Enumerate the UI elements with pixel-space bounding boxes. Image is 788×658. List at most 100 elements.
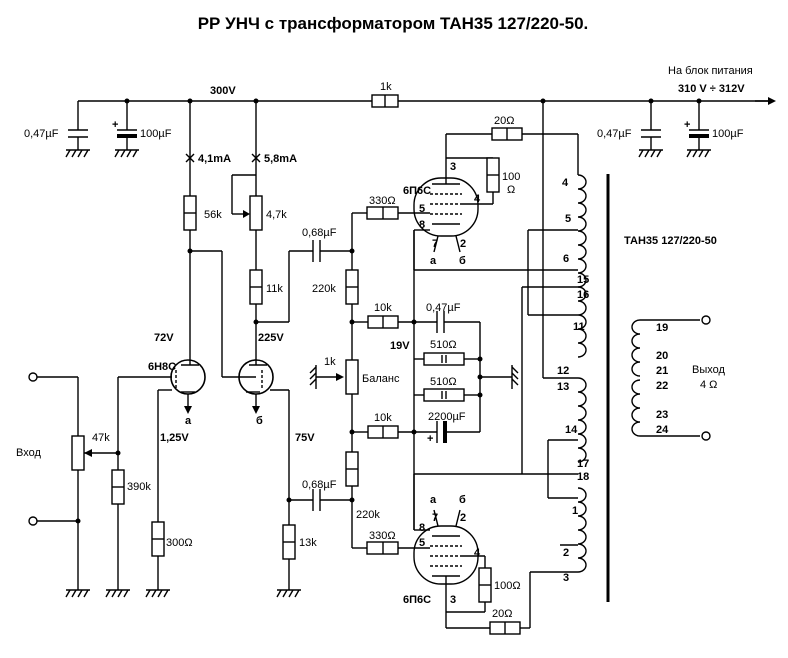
cap-100-right-label: 100µF — [712, 128, 744, 140]
transformer: ТАН35 127/220-50 Выход 4 Ω 4 5 6 1 5 16 1… — [414, 101, 725, 602]
tube-6p6s-top: 330Ω 100 Ω 20Ω 6П6С 3 5 4 8 7 2 а б — [366, 115, 579, 271]
tube-6p6s-bottom: 330Ω 100Ω 20Ω 6П6С 3 5 4 8 7 2 а б — [366, 474, 578, 635]
cap-047-bias-label: 0,47µF — [426, 302, 461, 314]
cap-100-right: + 100µF — [684, 101, 744, 158]
tube-top-pin-7: 7 — [432, 238, 438, 250]
resistor-330-top-label: 330Ω — [369, 195, 396, 207]
tube-6p6s-bottom-label: 6П6С — [403, 594, 431, 606]
supply-range-label: 310 V ÷ 312V — [678, 83, 745, 95]
tube-top-pin-3: 3 — [450, 161, 456, 173]
psu-output-arrow — [755, 97, 776, 105]
anode-resistor-56k-label: 56k — [204, 209, 222, 221]
output-impedance: 4 Ω — [700, 379, 717, 391]
tube-bottom-pin-b: б — [459, 494, 466, 506]
cap-100-left-label: 100µF — [140, 128, 172, 140]
input-label: Вход — [16, 447, 41, 459]
tx-pin-16: 16 — [577, 289, 589, 301]
resistor-510-top-label: 510Ω — [430, 339, 457, 351]
resistor-220k-bottom-label: 220k — [356, 509, 380, 521]
coupling-cap-top-label: 0,68µF — [302, 227, 337, 239]
tube-top-pin-b: б — [459, 255, 466, 267]
psu-label: На блок питания — [668, 65, 753, 77]
tx-pin-13: 13 — [557, 381, 569, 393]
balance-label: Баланс — [362, 373, 400, 385]
tube-bottom-pin-4: 4 — [474, 547, 481, 559]
resistor-20-bottom-label: 20Ω — [492, 608, 512, 620]
pot-47k-label: 47k — [92, 432, 110, 444]
schematic-title: РР УНЧ с трансформатором ТАН35 127/220-5… — [198, 14, 589, 33]
tube-top-pin-8: 8 — [419, 219, 425, 231]
tx-pin-12: 12 — [557, 365, 569, 377]
tube-top-pin-5: 5 — [419, 203, 425, 215]
resistor-220k-top-label: 220k — [312, 283, 336, 295]
tx-pin-2: 2 — [563, 547, 569, 559]
pot-4k7: 5,8mA 4,7k — [231, 101, 297, 270]
supply-rail: 300V На блок питания 310 V ÷ 312V — [78, 65, 772, 102]
tube-bottom-pin-8: 8 — [419, 522, 425, 534]
rail-voltage-label: 300V — [210, 85, 236, 97]
cap-047-left: 0,47µF — [24, 101, 90, 158]
resistor-10k-top-label: 10k — [374, 302, 392, 314]
input-section: 47k Вход 390k — [16, 372, 172, 598]
resistor-330-bottom-label: 330Ω — [369, 530, 396, 542]
tube-bottom-pin-3: 3 — [450, 594, 456, 606]
tx-pin-19: 19 — [656, 322, 668, 334]
current-label-2: 5,8mA — [264, 153, 297, 165]
cap-2200-label: 2200µF — [428, 411, 466, 423]
tx-pin-11: 11 — [573, 321, 585, 333]
tube-bottom-pin-5: 5 — [419, 537, 425, 549]
svg-text:+: + — [427, 433, 433, 445]
resistor-390k-label: 390k — [127, 481, 151, 493]
svg-text:+: + — [684, 119, 690, 131]
tx-pin-20: 20 — [656, 350, 668, 362]
tube-6n8s-label: 6Н8С — [148, 361, 176, 373]
tube-6p6s-top-label: 6П6С — [403, 185, 431, 197]
cap-047-right-label: 0,47µF — [597, 128, 632, 140]
grid-network: 220k 1k Баланс 220k 10k 10k 0,4 — [309, 212, 519, 549]
cap-047-right: 0,47µF — [597, 101, 663, 158]
pot-4k7-label: 4,7k — [266, 209, 287, 221]
tx-pin-4: 4 — [562, 177, 569, 189]
balance-pot-label: 1k — [324, 356, 336, 368]
rail-resistor-label: 1k — [380, 81, 392, 93]
resistor-510-bottom-label: 510Ω — [430, 376, 457, 388]
voltage-125-label: 1,25V — [160, 432, 189, 444]
resistor-11k: 11k 225V — [249, 269, 284, 360]
tube-bottom-pin-a: а — [430, 494, 437, 506]
tx-pin-1: 1 — [572, 505, 578, 517]
driver-pin-a: а — [185, 415, 192, 427]
resistor-13k-label: 13k — [299, 537, 317, 549]
voltage-225-label: 225V — [258, 332, 284, 344]
resistor-100b-label: 100Ω — [494, 580, 521, 592]
voltage-75-label: 75V — [295, 432, 315, 444]
resistor-10k-bottom-label: 10k — [374, 412, 392, 424]
tube-bottom-pin-7: 7 — [432, 512, 438, 524]
tx-pin-17: 17 — [577, 458, 589, 470]
resistor-100-unit: Ω — [507, 184, 515, 196]
tx-pin-6: 6 — [563, 253, 569, 265]
output-label: Выход — [692, 364, 725, 376]
coupling-cap-bottom: 0,68µF — [289, 479, 352, 511]
tube-top-pin-a: а — [430, 255, 437, 267]
tube-bottom-pin-2: 2 — [460, 512, 466, 524]
current-label-1: 4,1mA — [198, 153, 231, 165]
tx-pin-18: 18 — [577, 471, 589, 483]
tx-pin-23: 23 — [656, 409, 668, 421]
resistor-100-label: 100 — [502, 171, 520, 183]
rail-resistor-1k: 1k — [371, 81, 399, 108]
anode-resistor-56k: 4,1mA 56k — [183, 101, 231, 360]
tx-pin-14: 14 — [565, 424, 578, 436]
tube-top-pin-4: 4 — [474, 193, 481, 205]
cap-047-left-label: 0,47µF — [24, 128, 59, 140]
resistor-20-top-label: 20Ω — [494, 115, 514, 127]
resistor-11k-label: 11k — [266, 283, 283, 295]
tx-pin-5: 5 — [565, 213, 571, 225]
driver-pin-b: б — [256, 415, 263, 427]
tube-top-pin-2: 2 — [460, 238, 466, 250]
tube-6n8s: 6Н8С 72V а б 1,25V — [148, 250, 274, 444]
coupling-cap-top: 0,68µF — [256, 227, 352, 323]
resistor-300-label: 300Ω — [166, 537, 193, 549]
svg-text:+: + — [112, 119, 118, 131]
tx-pin-22: 22 — [656, 380, 668, 392]
transformer-label: ТАН35 127/220-50 — [624, 235, 717, 247]
